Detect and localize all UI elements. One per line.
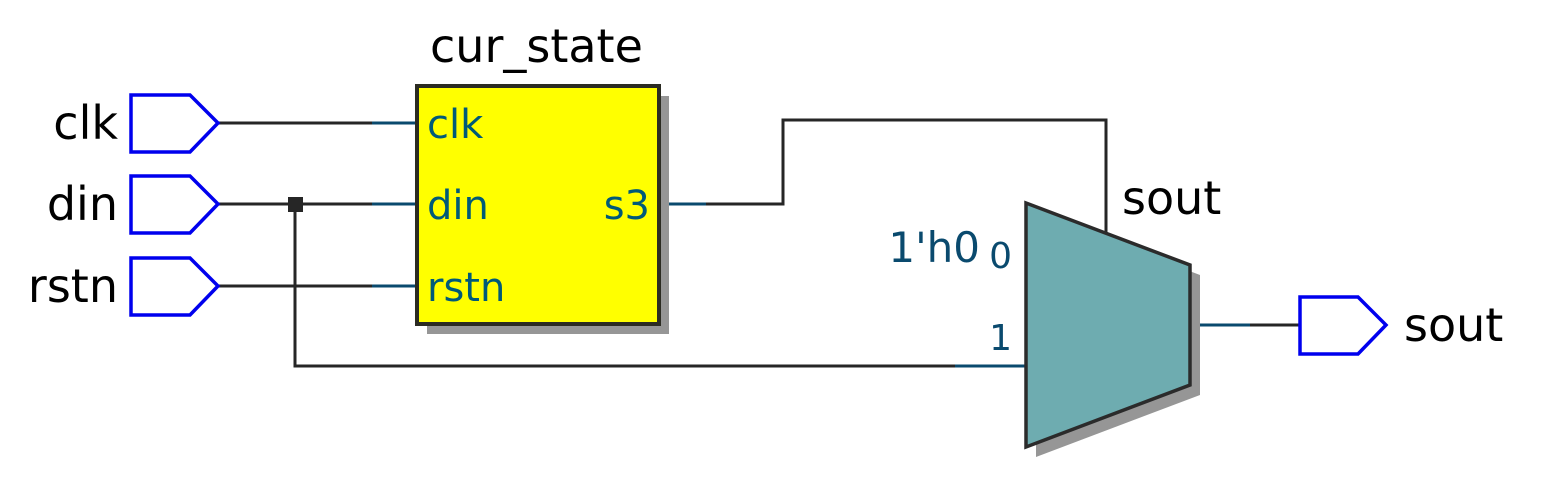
mux-sout[interactable]: 0 1 1'h0 sout	[888, 171, 1221, 457]
input-port-label-din: din	[47, 177, 118, 231]
block-title-cur-state: cur_state	[430, 19, 643, 73]
block-pin-label-din: din	[427, 183, 489, 229]
junction-dot-din	[288, 197, 303, 212]
output-port-pentagon-sout[interactable]	[1298, 295, 1389, 356]
output-port-sout[interactable]: sout	[1298, 295, 1503, 356]
block-body-cur-state[interactable]	[415, 84, 661, 326]
output-port-label-sout: sout	[1404, 298, 1503, 352]
wire-s3-to-select	[659, 118, 1108, 232]
block-pin-label-s3: s3	[604, 183, 650, 229]
input-port-rstn[interactable]: rstn	[28, 256, 221, 317]
input-port-pentagon-rstn[interactable]	[129, 256, 221, 317]
input-port-label-clk: clk	[53, 96, 118, 150]
input-port-pentagon-din[interactable]	[129, 174, 221, 235]
input-port-label-rstn: rstn	[28, 259, 118, 313]
mux-select-label-0: 0	[989, 236, 1012, 277]
input-port-clk[interactable]: clk	[53, 93, 221, 154]
input-port-din[interactable]: din	[47, 174, 221, 235]
constant-label-1h0: 1'h0	[888, 223, 980, 272]
mux-select-label-1: 1	[989, 318, 1012, 359]
block-cur-state[interactable]: cur_state clk din rstn s3	[415, 19, 669, 334]
block-pin-label-rstn: rstn	[427, 265, 505, 311]
wire-label-sout: sout	[1122, 171, 1221, 225]
input-port-pentagon-clk[interactable]	[129, 93, 221, 154]
net-din	[218, 197, 1028, 368]
block-pin-label-clk: clk	[427, 102, 484, 148]
wire-din-to-mux1	[293, 204, 1026, 368]
mux-body[interactable]	[1024, 200, 1192, 450]
